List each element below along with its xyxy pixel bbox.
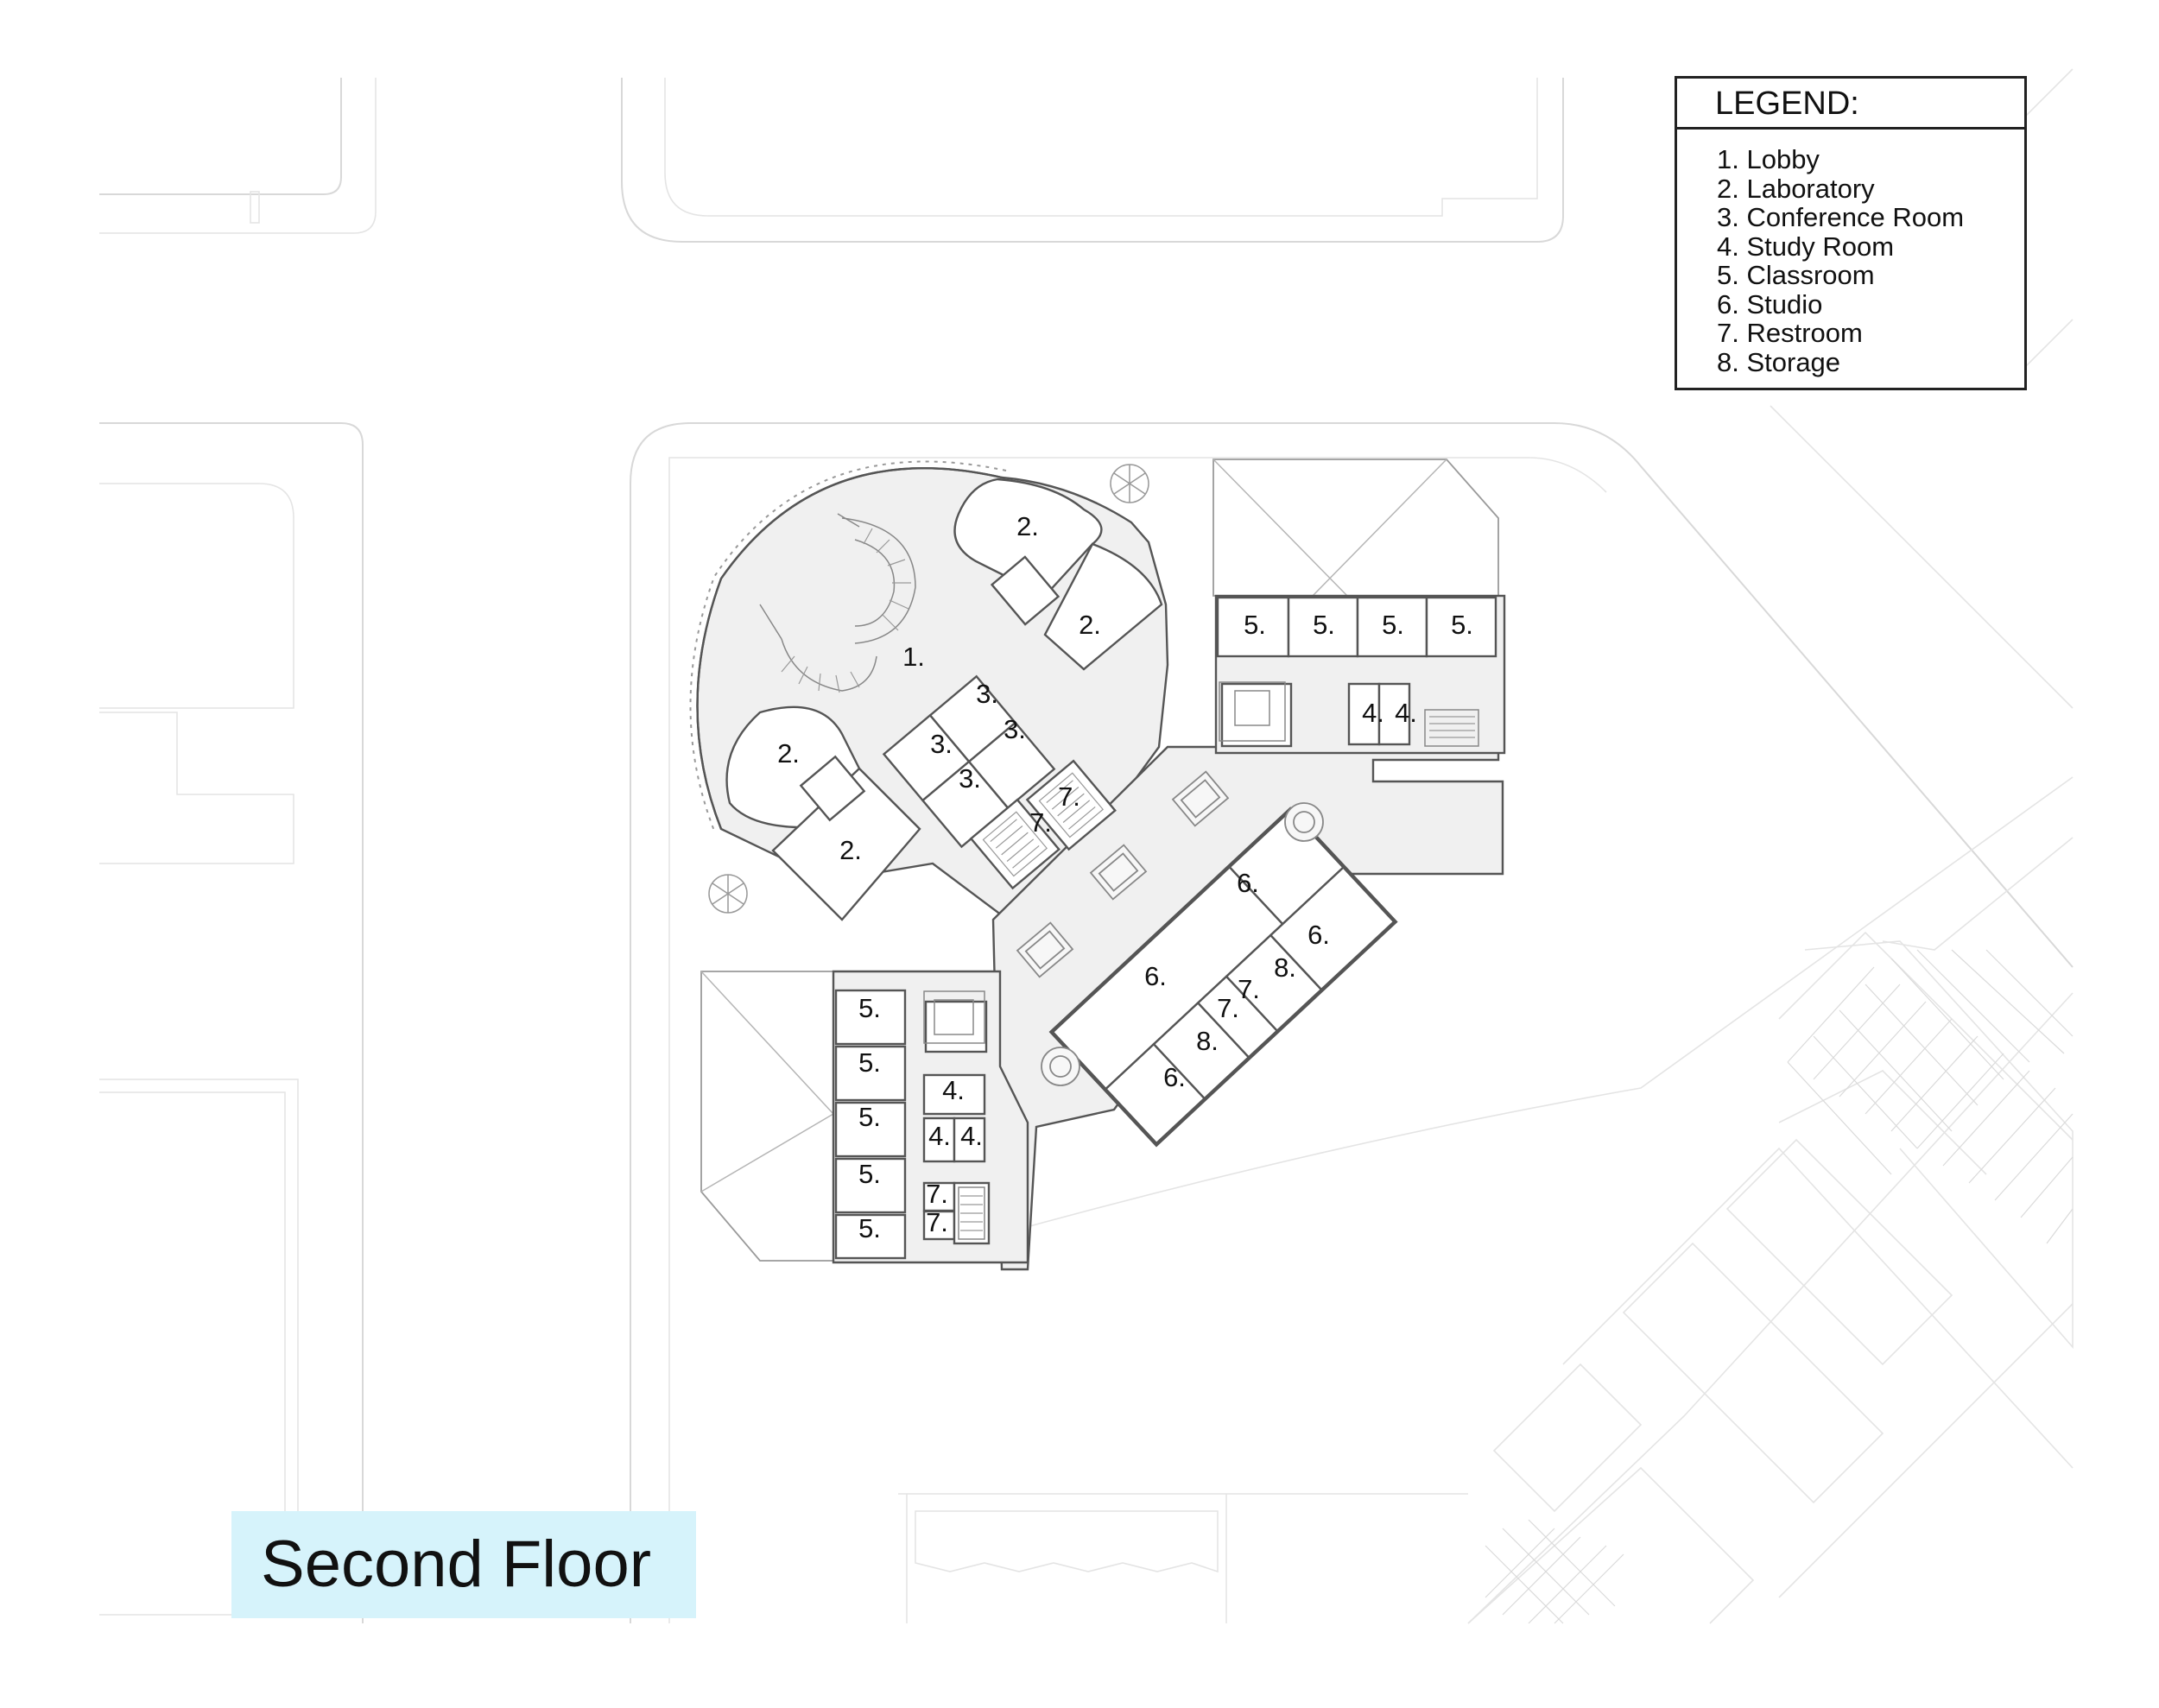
- room-label-storage: 8.: [1274, 952, 1296, 983]
- room-labels: 1. 2. 2. 2. 2. 3. 3. 3. 3. 7. 7. 5. 5. 5…: [777, 511, 1473, 1243]
- legend-item: 3. Conference Room: [1717, 202, 1965, 232]
- rooms: [725, 478, 1497, 1260]
- room-label-conference-room: 3.: [976, 679, 998, 709]
- legend-item: 8. Storage: [1717, 346, 1841, 377]
- room-label-study-room: 4.: [942, 1075, 965, 1105]
- room-label-restroom: 7.: [1029, 807, 1052, 838]
- stairs: [759, 513, 1479, 1240]
- room-label-classroom: 5.: [1244, 610, 1266, 640]
- roof-areas: [700, 459, 1499, 1262]
- room-label-classroom: 5.: [1451, 610, 1473, 640]
- legend-list: 1. Lobby 2. Laboratory 3. Conference Roo…: [1677, 130, 2024, 376]
- room-label-conference-room: 3.: [930, 729, 953, 759]
- room-label-study-room: 4.: [1395, 698, 1417, 728]
- room-label-classroom: 5.: [858, 1213, 881, 1243]
- room-label-restroom: 7.: [926, 1207, 948, 1237]
- room-label-restroom: 7.: [1238, 974, 1260, 1004]
- room-label-restroom: 7.: [1058, 781, 1080, 812]
- legend-item: 4. Study Room: [1717, 231, 1895, 262]
- legend-item: 1. Lobby: [1717, 144, 1820, 174]
- legend-title: LEGEND:: [1677, 79, 2024, 130]
- room-label-classroom: 5.: [858, 1102, 881, 1132]
- room-label-laboratory: 2.: [839, 835, 862, 865]
- legend-box: LEGEND: 1. Lobby 2. Laboratory 3. Confer…: [1675, 76, 2027, 390]
- floor-title: Second Floor: [231, 1511, 696, 1618]
- room-label-study-room: 4.: [928, 1121, 951, 1151]
- room-label-lobby: 1.: [902, 642, 925, 672]
- room-label-classroom: 5.: [1313, 610, 1335, 640]
- room-label-studio: 6.: [1307, 920, 1330, 950]
- room-label-study-room: 4.: [1362, 698, 1384, 728]
- room-label-conference-room: 3.: [1004, 714, 1026, 744]
- room-label-laboratory: 2.: [1016, 511, 1039, 541]
- legend-item: 6. Studio: [1717, 288, 1823, 319]
- legend-item: 7. Restroom: [1717, 318, 1863, 348]
- room-label-study-room: 4.: [960, 1121, 983, 1151]
- room-label-storage: 8.: [1196, 1026, 1219, 1056]
- room-label-restroom: 7.: [926, 1179, 948, 1209]
- room-label-classroom: 5.: [858, 1047, 881, 1078]
- legend-item: 2. Laboratory: [1717, 173, 1875, 204]
- room-label-conference-room: 3.: [959, 763, 981, 794]
- room-label-classroom: 5.: [1382, 610, 1404, 640]
- room-label-restroom: 7.: [1217, 993, 1239, 1023]
- room-label-laboratory: 2.: [777, 738, 800, 769]
- room-label-studio: 6.: [1144, 961, 1167, 991]
- room-label-classroom: 5.: [858, 993, 881, 1023]
- planters: [708, 464, 1324, 1086]
- room-label-classroom: 5.: [858, 1159, 881, 1189]
- legend-item: 5. Classroom: [1717, 260, 1875, 290]
- room-label-studio: 6.: [1163, 1062, 1186, 1092]
- room-label-laboratory: 2.: [1079, 610, 1101, 640]
- room-label-studio: 6.: [1237, 868, 1259, 898]
